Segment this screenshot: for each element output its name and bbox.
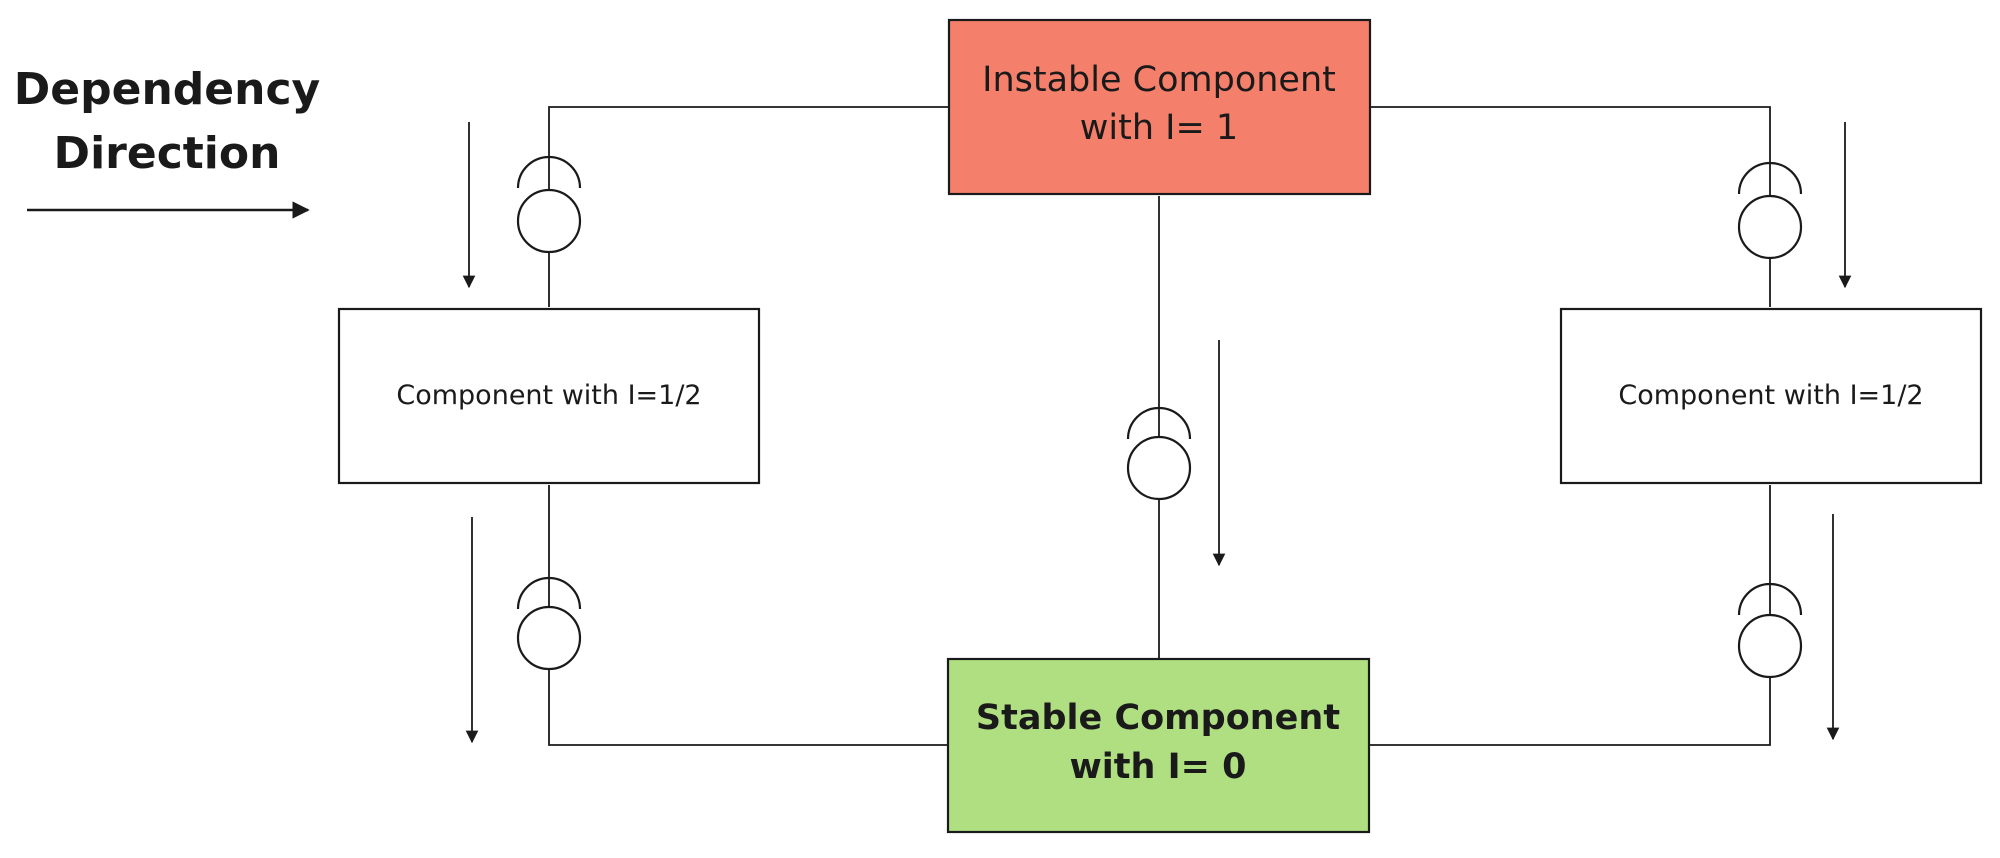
legend-title-line1: Dependency [14,64,320,115]
ball-icon [516,188,582,254]
component-box [947,18,1372,196]
component-right: Component with I=1/2 [1559,307,1983,485]
component-box [337,307,761,485]
component-top: Instable Component with I= 1 [947,18,1372,196]
connector-top-left [548,106,949,307]
interface-bottom-right [1737,582,1803,679]
interfaces [516,155,1803,679]
socket-icon [516,155,582,189]
ball-icon [516,605,582,671]
component-left: Component with I=1/2 [337,307,761,485]
ball-icon [1126,435,1192,501]
component-left-label: Component with I=1/2 [396,380,701,411]
socket-icon [1737,161,1803,195]
component-bottom-line1: Stable Component [976,698,1340,738]
direction-arrows [462,122,1852,744]
component-box [1559,307,1983,485]
connector-left-bottom [548,485,948,746]
socket-icon [516,576,582,610]
interface-center [1126,406,1192,501]
connector-top-right [1370,106,1771,307]
interface-top-right [1737,161,1803,260]
connector-right-bottom [1369,485,1771,746]
component-bottom: Stable Component with I= 0 [946,657,1371,834]
interface-top-left [516,155,582,254]
legend: Dependency Direction [14,64,320,219]
connectors [548,106,1771,746]
component-bottom-line2: with I= 0 [1069,747,1246,787]
component-right-label: Component with I=1/2 [1618,380,1923,411]
component-top-line2: with I= 1 [1080,108,1238,148]
ball-icon [1737,613,1803,679]
socket-icon [1737,582,1803,616]
socket-icon [1126,406,1192,440]
component-box [946,657,1371,834]
interface-bottom-left [516,576,582,671]
legend-title-line2: Direction [54,128,281,179]
ball-icon [1737,194,1803,260]
component-top-line1: Instable Component [982,60,1336,100]
